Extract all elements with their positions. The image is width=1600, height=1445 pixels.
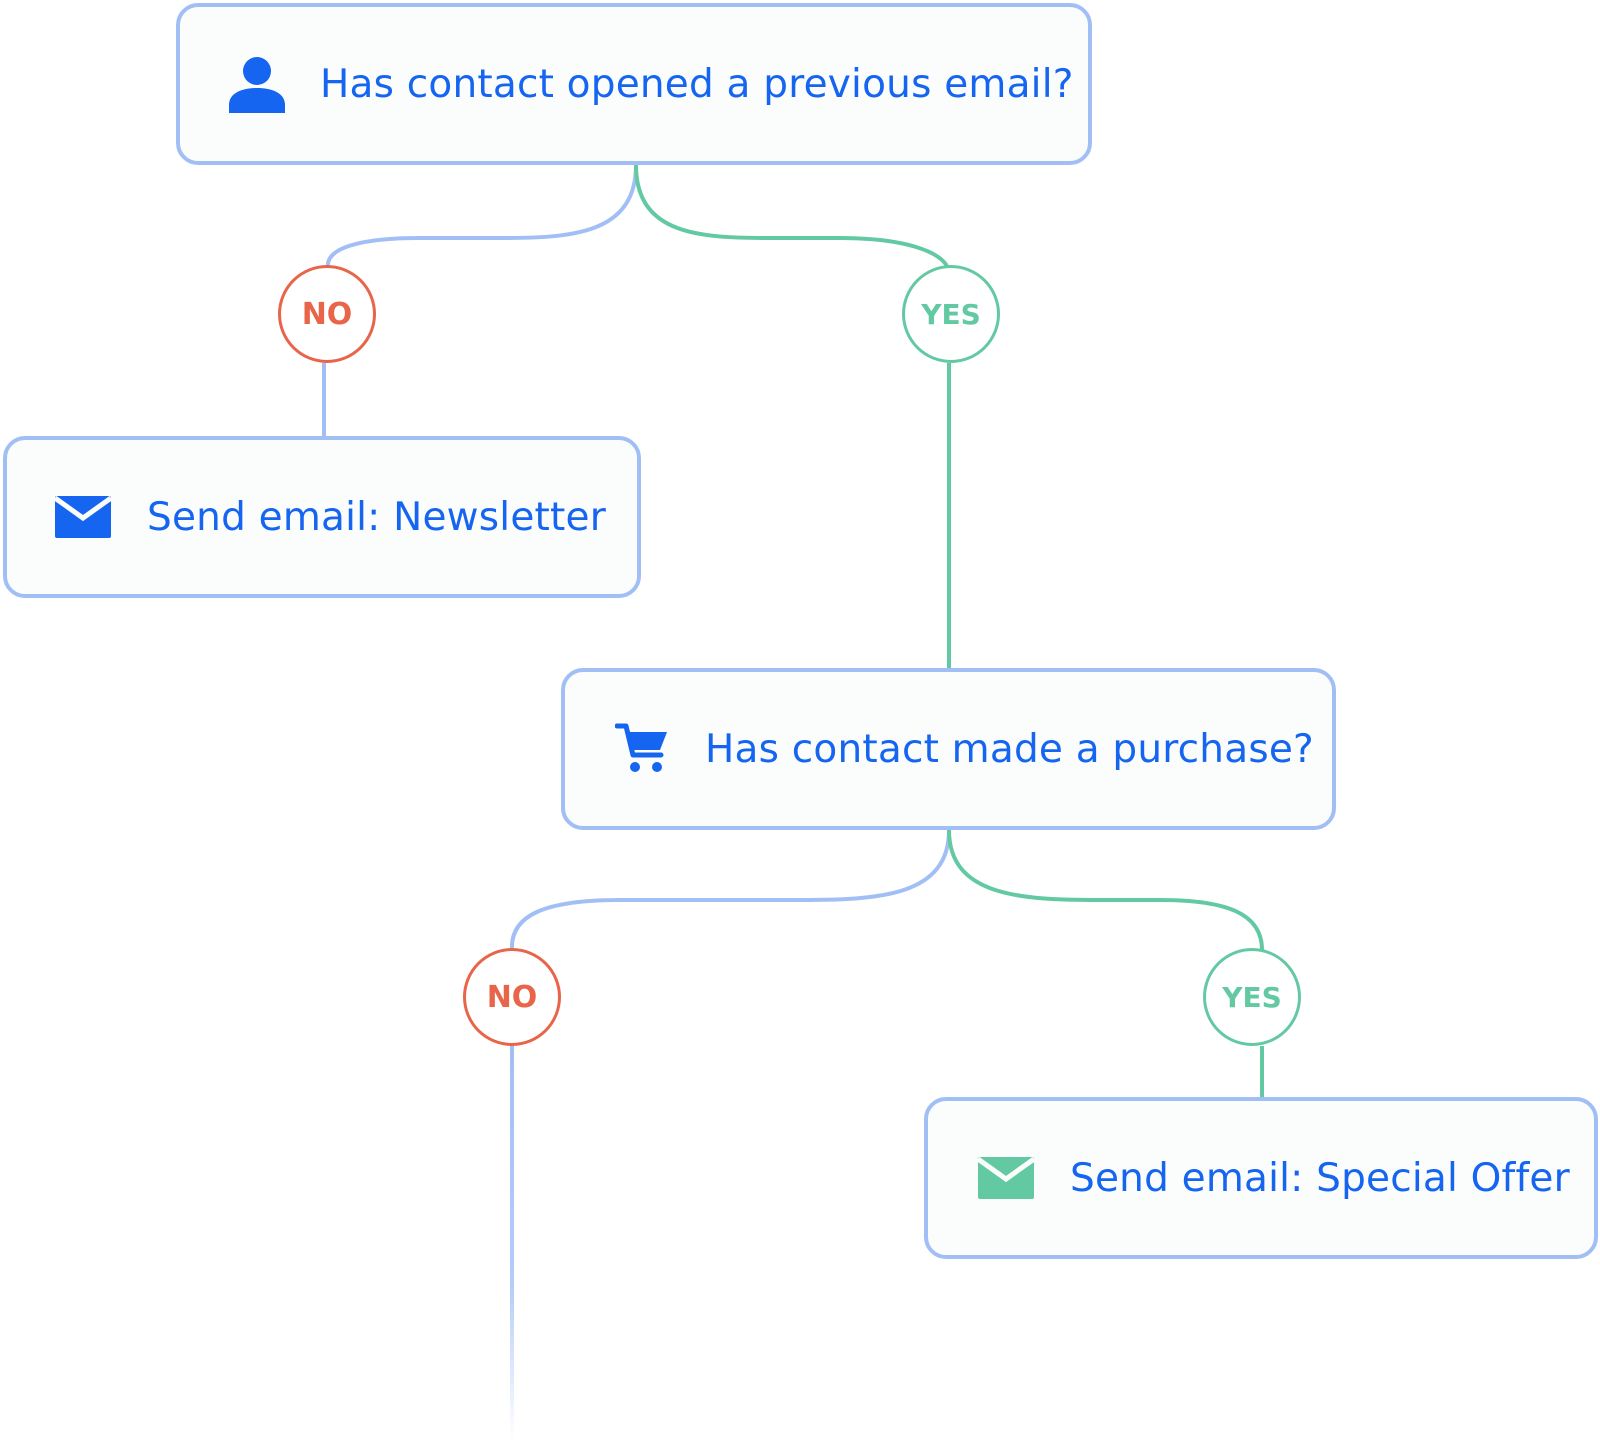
branch-label-yes: YES xyxy=(1222,980,1282,1014)
connector-second-yes xyxy=(947,829,1264,951)
branch-label-no: NO xyxy=(301,296,353,332)
branch-badge-no: NO xyxy=(463,948,561,1046)
branch-label-yes: YES xyxy=(921,297,981,331)
person-icon xyxy=(228,55,286,113)
question-label: Has contact opened a previous email? xyxy=(320,61,1074,107)
action-label: Send email: Special Offer xyxy=(1070,1155,1570,1201)
connector-second-no xyxy=(509,829,951,951)
shopping-cart-icon xyxy=(615,722,669,776)
connector-first-yes xyxy=(634,164,950,269)
action-node-newsletter[interactable]: Send email: Newsletter xyxy=(3,436,641,598)
action-label: Send email: Newsletter xyxy=(147,494,606,540)
envelope-icon xyxy=(978,1157,1034,1199)
question-label: Has contact made a purchase? xyxy=(705,726,1314,772)
envelope-icon xyxy=(55,496,111,538)
branch-badge-yes: YES xyxy=(902,265,1000,363)
question-node-opened-email[interactable]: Has contact opened a previous email? xyxy=(176,3,1092,165)
branch-badge-no: NO xyxy=(278,265,376,363)
branch-label-no: NO xyxy=(486,979,538,1015)
branch-badge-yes: YES xyxy=(1203,948,1301,1046)
connector-first-no xyxy=(325,164,638,269)
action-node-special-offer[interactable]: Send email: Special Offer xyxy=(924,1097,1598,1259)
question-node-purchase[interactable]: Has contact made a purchase? xyxy=(561,668,1336,830)
